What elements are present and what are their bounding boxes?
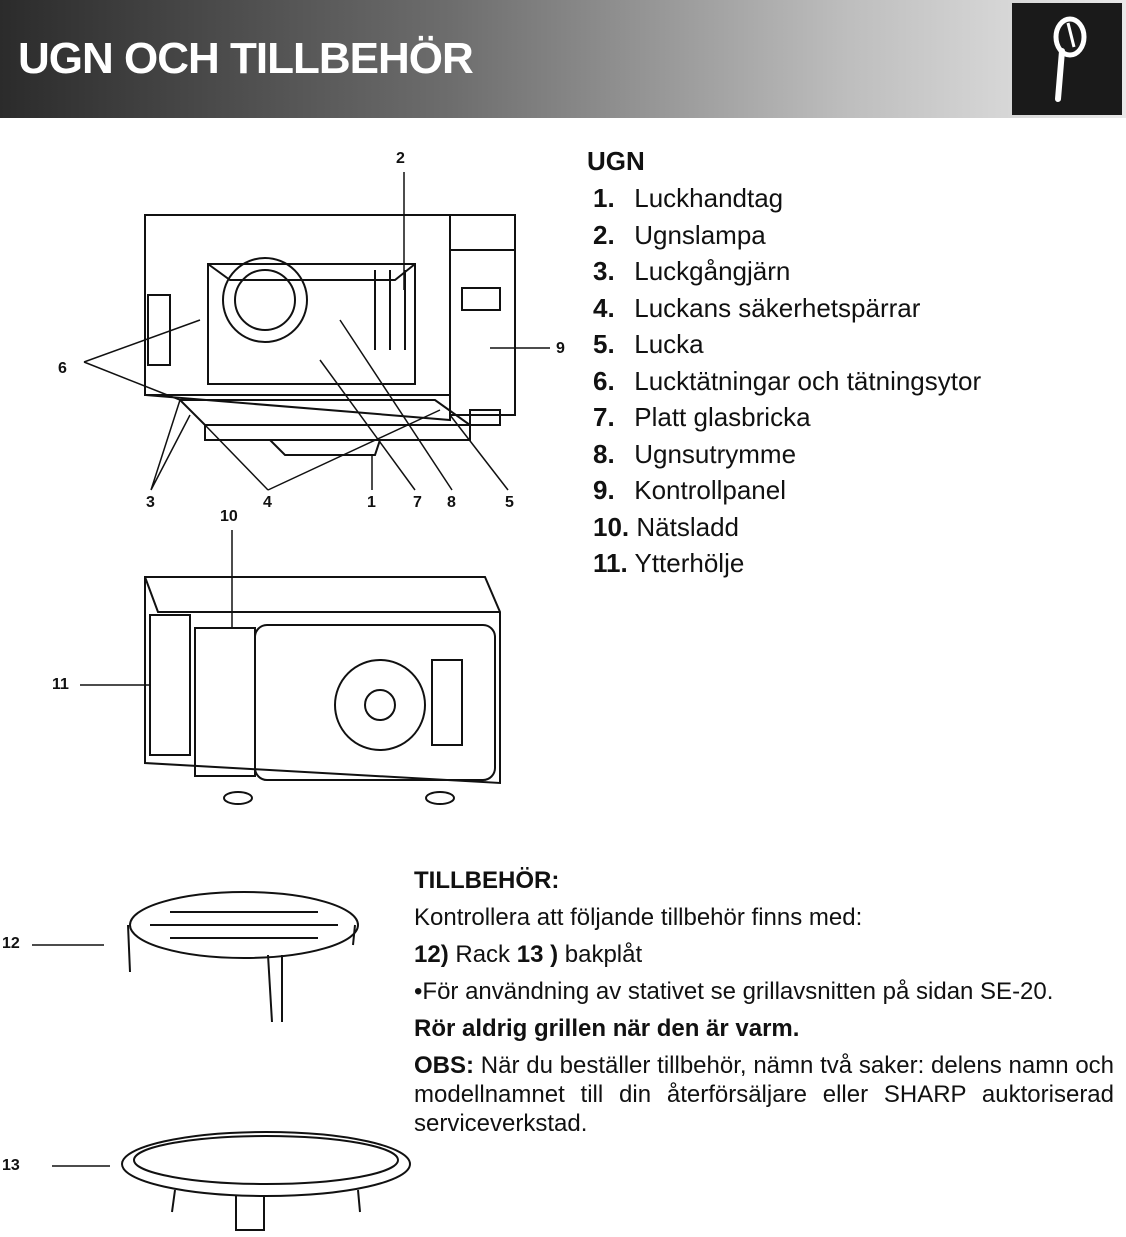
list-item: 6. Lucktätningar och tätningsytor	[593, 365, 982, 396]
accessories-note: •För användning av stativet se grillavsn…	[414, 978, 1054, 1005]
list-item: 4. Luckans säkerhetspärrar	[593, 292, 921, 323]
accessories-warning: Rör aldrig grillen när den är varm.	[414, 1015, 800, 1042]
baking-tray-drawing	[121, 1131, 411, 1231]
rack-drawing	[127, 891, 359, 1023]
accessories-items: 12) Rack 13 ) bakplåt	[414, 941, 643, 968]
callout-2: 2	[396, 150, 405, 167]
callout-7: 7	[413, 494, 422, 511]
leader-lines	[32, 172, 550, 1167]
accessories-heading: TILLBEHÖR:	[414, 867, 560, 894]
callout-11: 11	[52, 676, 69, 693]
oven-parts-list: 1. Luckhandtag 2. Ugnslampa 3. Luckgångj…	[593, 180, 981, 582]
list-item: 9. Kontrollpanel	[593, 475, 787, 505]
callout-5: 5	[505, 494, 514, 511]
hand-pointer-icon	[1012, 3, 1122, 115]
callout-6: 6	[58, 360, 67, 377]
page-title: UGN OCH TILLBEHÖR	[18, 34, 474, 83]
list-item: 5. Lucka	[593, 329, 704, 359]
oven-back-drawing	[144, 576, 501, 805]
list-item: 11. Ytterhölje	[593, 548, 745, 578]
callout-3: 3	[146, 494, 155, 511]
callout-10: 10	[220, 508, 238, 525]
accessories-section: TILLBEHÖR: Kontrollera att följande till…	[414, 862, 1114, 1138]
oven-heading: UGN	[587, 146, 645, 176]
list-item: 3. Luckgångjärn	[593, 256, 791, 286]
callout-8: 8	[447, 494, 456, 511]
list-item: 1. Luckhandtag	[593, 183, 784, 213]
list-item: 8. Ugnsutrymme	[593, 438, 797, 469]
callout-12: 12	[2, 935, 20, 952]
oven-diagram	[32, 172, 550, 1231]
obs-paragraph: OBS: När du beställer tillbehör, nämn tv…	[414, 1052, 1115, 1137]
oven-front-drawing	[144, 214, 516, 456]
list-item: 7. Platt glasbricka	[593, 402, 811, 432]
list-item: 10. Nätsladd	[593, 511, 740, 542]
callout-4: 4	[263, 494, 272, 511]
callout-9: 9	[556, 340, 565, 357]
list-item: 2. Ugnslampa	[593, 219, 766, 250]
callout-13: 13	[2, 1157, 20, 1174]
callout-1: 1	[367, 494, 376, 511]
header-banner: UGN OCH TILLBEHÖR	[0, 0, 1126, 118]
accessories-intro: Kontrollera att följande tillbehör finns…	[414, 904, 863, 931]
